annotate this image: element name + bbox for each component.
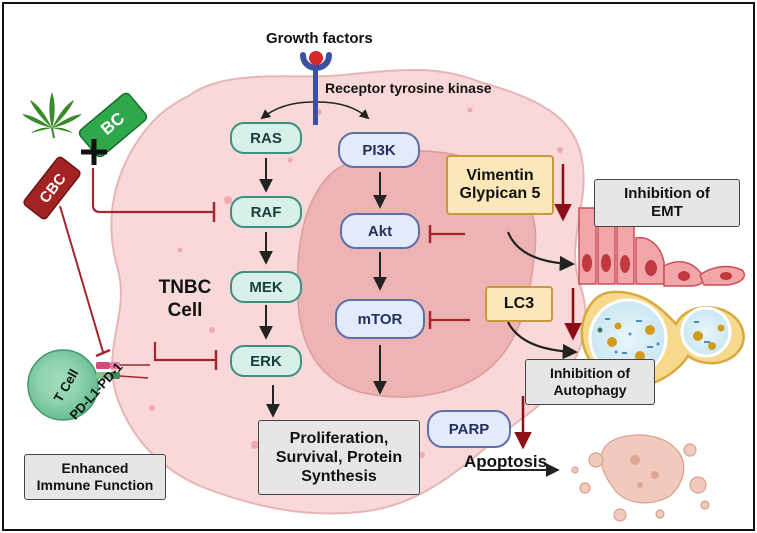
emt-cells-illustration bbox=[578, 207, 746, 287]
apoptotic-cell-fragments bbox=[571, 434, 710, 522]
mtor-node: mTOR bbox=[335, 299, 425, 339]
lc3-box: LC3 bbox=[485, 286, 553, 322]
mek-node: MEK bbox=[230, 271, 302, 303]
cbc-tag bbox=[23, 156, 81, 220]
pd-l1-pd-1-receptors-icon bbox=[96, 362, 150, 379]
tnbc-cell-label: TNBC Cell bbox=[158, 277, 212, 321]
plus-icon bbox=[81, 139, 107, 165]
akt-node: Akt bbox=[340, 213, 420, 249]
inhibition-of-autophagy-box: Inhibition of Autophagy bbox=[525, 359, 655, 405]
enhanced-immune-function-box: Enhanced Immune Function bbox=[24, 454, 166, 500]
apoptosis-label: Apoptosis bbox=[464, 452, 548, 471]
raf-node: RAF bbox=[230, 196, 302, 228]
pi3k-node: PI3K bbox=[338, 132, 420, 168]
ras-node: RAS bbox=[230, 122, 302, 154]
receptor-tyrosine-kinase-icon bbox=[300, 51, 332, 125]
cannabis-leaf-icon bbox=[22, 92, 82, 139]
vimentin-glypican-box: Vimentin Glypican 5 bbox=[446, 155, 554, 215]
proliferation-box: Proliferation, Survival, Protein Synthes… bbox=[258, 420, 420, 495]
erk-node: ERK bbox=[230, 345, 302, 377]
inhibition-of-emt-box: Inhibition of EMT bbox=[594, 179, 740, 227]
t-cell-icon bbox=[27, 349, 99, 421]
receptor-label: Receptor tyrosine kinase bbox=[325, 80, 492, 96]
apoptotic-inner-dots bbox=[630, 455, 659, 488]
growth-factors-label: Growth factors bbox=[266, 30, 373, 47]
parp-node: PARP bbox=[427, 410, 511, 448]
